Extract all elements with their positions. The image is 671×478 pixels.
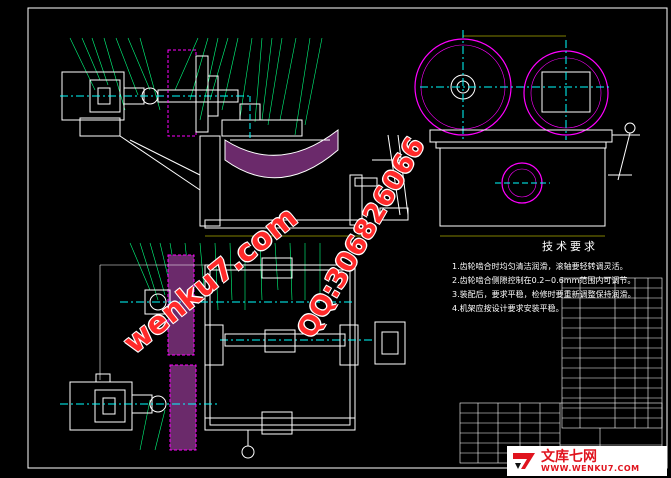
front-view	[60, 37, 409, 237]
technical-requirements: 技术要求 1.齿轮啮合时均匀清洁润滑，滚轴要轻转调灵活。 2.齿轮啮合侧隙控制在…	[452, 240, 652, 316]
logo-text: 文库七网	[541, 448, 597, 465]
drawing-border	[27, 7, 668, 469]
requirement-item: 4.机架应按设计要求安装平稳。	[452, 304, 564, 313]
requirement-item: 1.齿轮啮合时均匀清洁润滑，滚轴要轻转调灵活。	[452, 262, 628, 271]
side-view	[414, 30, 640, 237]
logo-mark-icon	[513, 453, 535, 469]
technical-requirements-title: 技术要求	[542, 240, 598, 253]
logo-url: WWW.WENKU7.COM	[541, 463, 640, 473]
requirement-item: 3.装配后，要求平稳，检修时要重新调整保持润滑。	[452, 290, 636, 299]
requirement-item: 2.齿轮啮合侧隙控制在0.2~0.6mm范围内可调节。	[452, 276, 636, 285]
site-logo: 文库七网 WWW.WENKU7.COM	[507, 446, 667, 476]
top-view-leaders	[129, 242, 321, 451]
top-view	[60, 242, 406, 459]
